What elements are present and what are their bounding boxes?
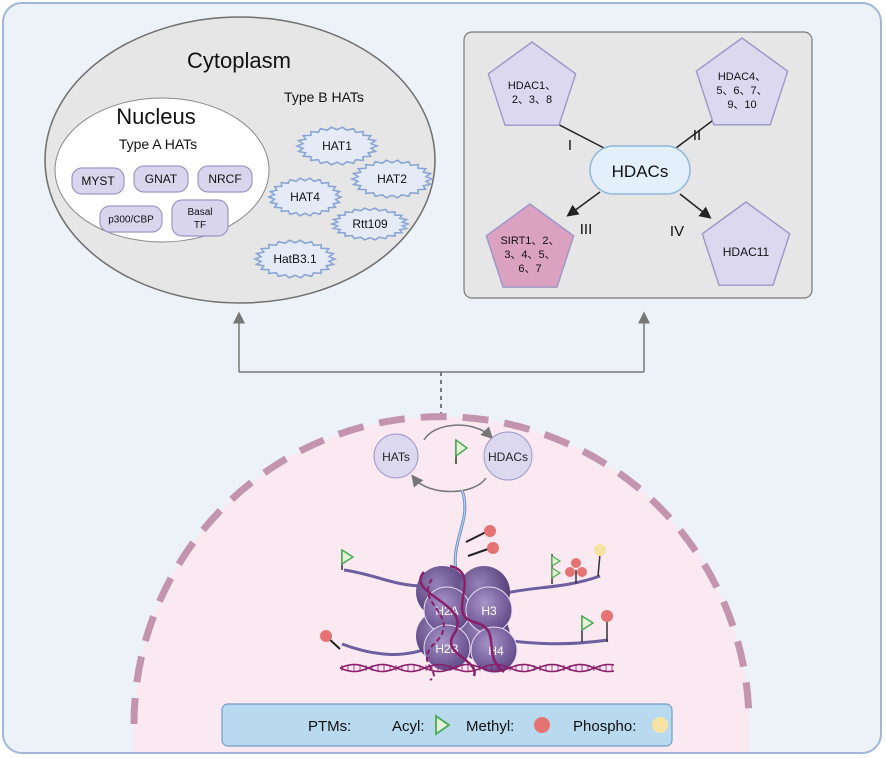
type-b-hat-label: HAT4 xyxy=(290,190,320,204)
methyl-icon xyxy=(320,630,332,642)
histone-label: H2B xyxy=(435,642,458,656)
acyl-legend-icon xyxy=(435,714,451,736)
hdac-class-members: HDAC4、5、6、7、9、10 xyxy=(716,71,767,111)
type-a-hat-0: MYST xyxy=(71,167,125,195)
acetylation-cycle: HATs HDACs xyxy=(373,424,533,493)
dna-strand xyxy=(339,663,615,673)
type-b-hats-label: Type B HATs xyxy=(284,89,364,105)
type-b-hat-3: Rtt109 xyxy=(329,207,411,241)
legend-phospho-label: Phospho: xyxy=(573,718,636,735)
methyl-icon xyxy=(487,542,499,554)
type-b-hat-label: HAT2 xyxy=(377,172,407,186)
hdac-class-numeral: II xyxy=(693,127,701,144)
figure-canvas: Cytoplasm Type B HATs Nucleus Type A HAT… xyxy=(44,16,813,752)
nucleosome: H2A H3 H2B H4 xyxy=(416,564,518,681)
type-b-hat-0: HAT1 xyxy=(294,126,380,166)
cycle-hdacs-label: HDACs xyxy=(488,450,528,464)
phospho-legend-icon xyxy=(652,717,668,733)
type-b-hat-1: HAT2 xyxy=(349,159,435,199)
type-a-hat-label: NRCF xyxy=(208,172,241,186)
hdac-class-numeral: III xyxy=(580,221,593,238)
type-b-hat-2: HAT4 xyxy=(266,177,344,217)
hdac-class-members: HDAC11 xyxy=(723,245,770,259)
type-b-hat-label: Rtt109 xyxy=(352,217,388,231)
hdacs-center-label: HDACs xyxy=(612,162,669,181)
methyl-icon xyxy=(571,558,581,568)
type-b-hat-label: HAT1 xyxy=(322,139,352,153)
acyl-flag-icon xyxy=(551,554,562,568)
methyl-icon xyxy=(577,567,587,577)
hdacs-center-node xyxy=(589,145,691,195)
phospho-icon xyxy=(594,544,606,556)
hdac-class-iii: SIRT1、2、3、4、5、6、7 III xyxy=(485,203,593,288)
type-b-hat-4: HatB3.1 xyxy=(252,239,338,279)
methyl-icon xyxy=(601,610,613,622)
legend-methyl-label: Methyl: xyxy=(466,718,514,735)
histone-h4 xyxy=(470,626,518,674)
type-b-hat-label: HatB3.1 xyxy=(273,252,317,266)
nucleus-title: Nucleus xyxy=(116,104,195,129)
connector-arrows xyxy=(233,311,650,416)
type-a-hat-3: p300/CBP xyxy=(99,205,163,233)
type-a-hat-label: MYST xyxy=(81,174,115,188)
hdac-class-numeral: IV xyxy=(670,223,684,240)
ptm-legend: PTMs: Acyl: Methyl: Phospho: xyxy=(221,703,673,747)
hdac-class-i: HDAC1、2、3、8I xyxy=(487,41,577,154)
acyl-flag-icon xyxy=(581,614,595,632)
acyl-flag-icon xyxy=(455,438,469,458)
acyl-flag-icon xyxy=(341,548,355,566)
arrow-class-iii xyxy=(566,191,601,217)
ptm-marks xyxy=(320,525,613,650)
type-a-hat-label: p300/CBP xyxy=(108,215,154,226)
methyl-icon xyxy=(565,567,575,577)
hdac-class-members: HDAC1、2、3、8 xyxy=(508,80,556,106)
methyl-legend-icon xyxy=(534,717,550,733)
type-a-hat-label: GNAT xyxy=(145,172,178,186)
legend-acyl-label: Acyl: xyxy=(392,718,425,735)
arrow-class-iv xyxy=(679,193,712,219)
methyl-icon xyxy=(484,525,496,537)
type-a-hat-2: NRCF xyxy=(197,165,253,193)
hdac-class-members: SIRT1、2、3、4、5、6、7 xyxy=(500,235,559,275)
cycle-hats-label: HATs xyxy=(382,450,410,464)
type-a-hat-1: GNAT xyxy=(133,165,189,193)
cytoplasm-title: Cytoplasm xyxy=(187,48,291,73)
acyl-flag-icon xyxy=(551,566,562,580)
hdac-class-numeral: I xyxy=(568,137,572,154)
type-a-hats-label: Type A HATs xyxy=(119,136,197,152)
histone-label: H3 xyxy=(481,604,497,618)
legend-ptms-label: PTMs: xyxy=(308,718,351,735)
hdac-class-iv: HDAC11 IV xyxy=(670,201,791,286)
